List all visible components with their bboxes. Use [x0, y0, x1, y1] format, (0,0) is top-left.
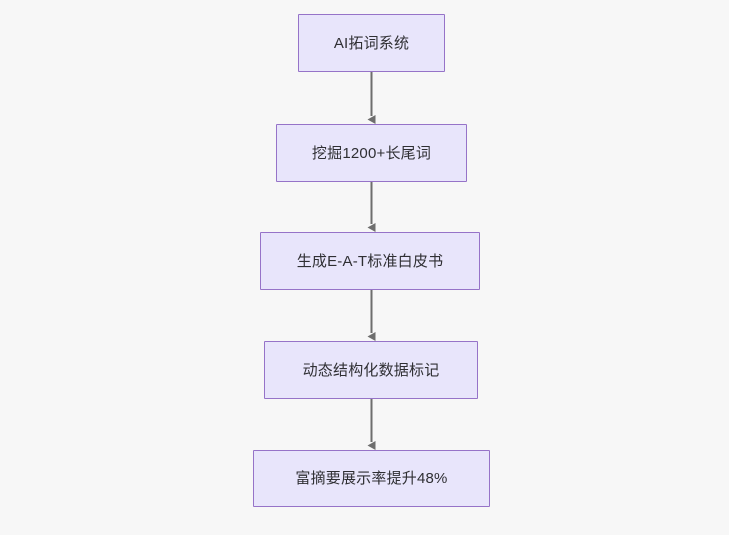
flow-node-dynamic-structured-data-markup[interactable]: 动态结构化数据标记	[264, 341, 478, 399]
flow-node-label: 富摘要展示率提升48%	[295, 470, 448, 487]
flow-node-rich-snippet-impression-lift[interactable]: 富摘要展示率提升48%	[253, 450, 490, 507]
flow-node-mine-longtail-keywords[interactable]: 挖掘1200+长尾词	[276, 124, 467, 182]
flow-node-generate-eat-whitepaper[interactable]: 生成E-A-T标准白皮书	[260, 232, 480, 290]
flow-node-label: 动态结构化数据标记	[302, 361, 440, 379]
flow-node-label: AI拓词系统	[333, 34, 410, 52]
flow-node-label: 生成E-A-T标准白皮书	[296, 252, 444, 270]
flow-node-label: 挖掘1200+长尾词	[311, 144, 432, 162]
flow-node-ai-keyword-system[interactable]: AI拓词系统	[298, 14, 445, 72]
